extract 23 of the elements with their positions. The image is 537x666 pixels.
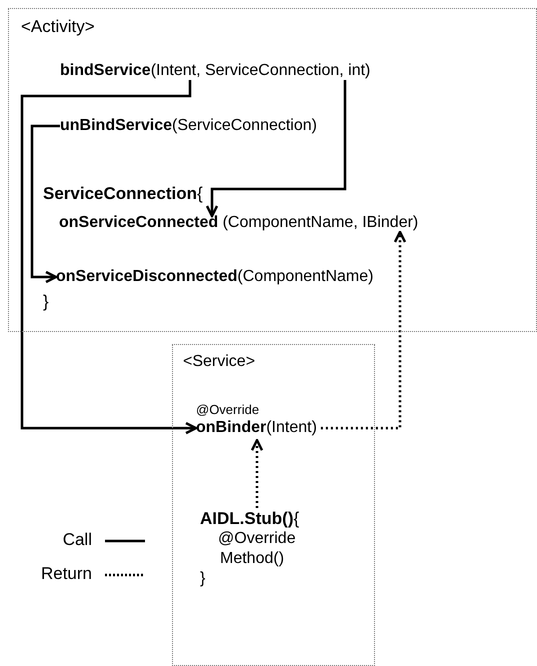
code-text: } [43, 292, 49, 312]
dotted-arrow [250, 439, 264, 508]
code-text: ServiceConnection{ [43, 184, 203, 204]
code-line: AIDL.Stub(){ [200, 508, 300, 530]
method-signature: bindService(Intent, ServiceConnection, int) [60, 62, 370, 80]
code-line: @Override [196, 402, 260, 418]
code-line: Method() [220, 549, 286, 570]
code-line: @Override [218, 529, 297, 550]
component-panel [8, 8, 537, 332]
component-panel [172, 344, 375, 666]
panel-title: <Activity> [21, 17, 95, 37]
dotted-arrow [320, 230, 406, 430]
method-signature: onServiceDisconnected(ComponentName) [56, 268, 374, 286]
arrow [206, 80, 346, 218]
arrow [20, 80, 198, 434]
arrow [30, 124, 60, 284]
legend-label: Call [62, 530, 92, 550]
method-signature: onServiceConnected (ComponentName, IBinder) [59, 214, 418, 232]
legend-label: Return [40, 564, 92, 584]
method-signature: unBindService(ServiceConnection) [60, 117, 317, 135]
code-line: } [200, 569, 206, 590]
code-line: onBinder(Intent) [196, 418, 317, 438]
panel-title: <Service> [183, 353, 256, 371]
